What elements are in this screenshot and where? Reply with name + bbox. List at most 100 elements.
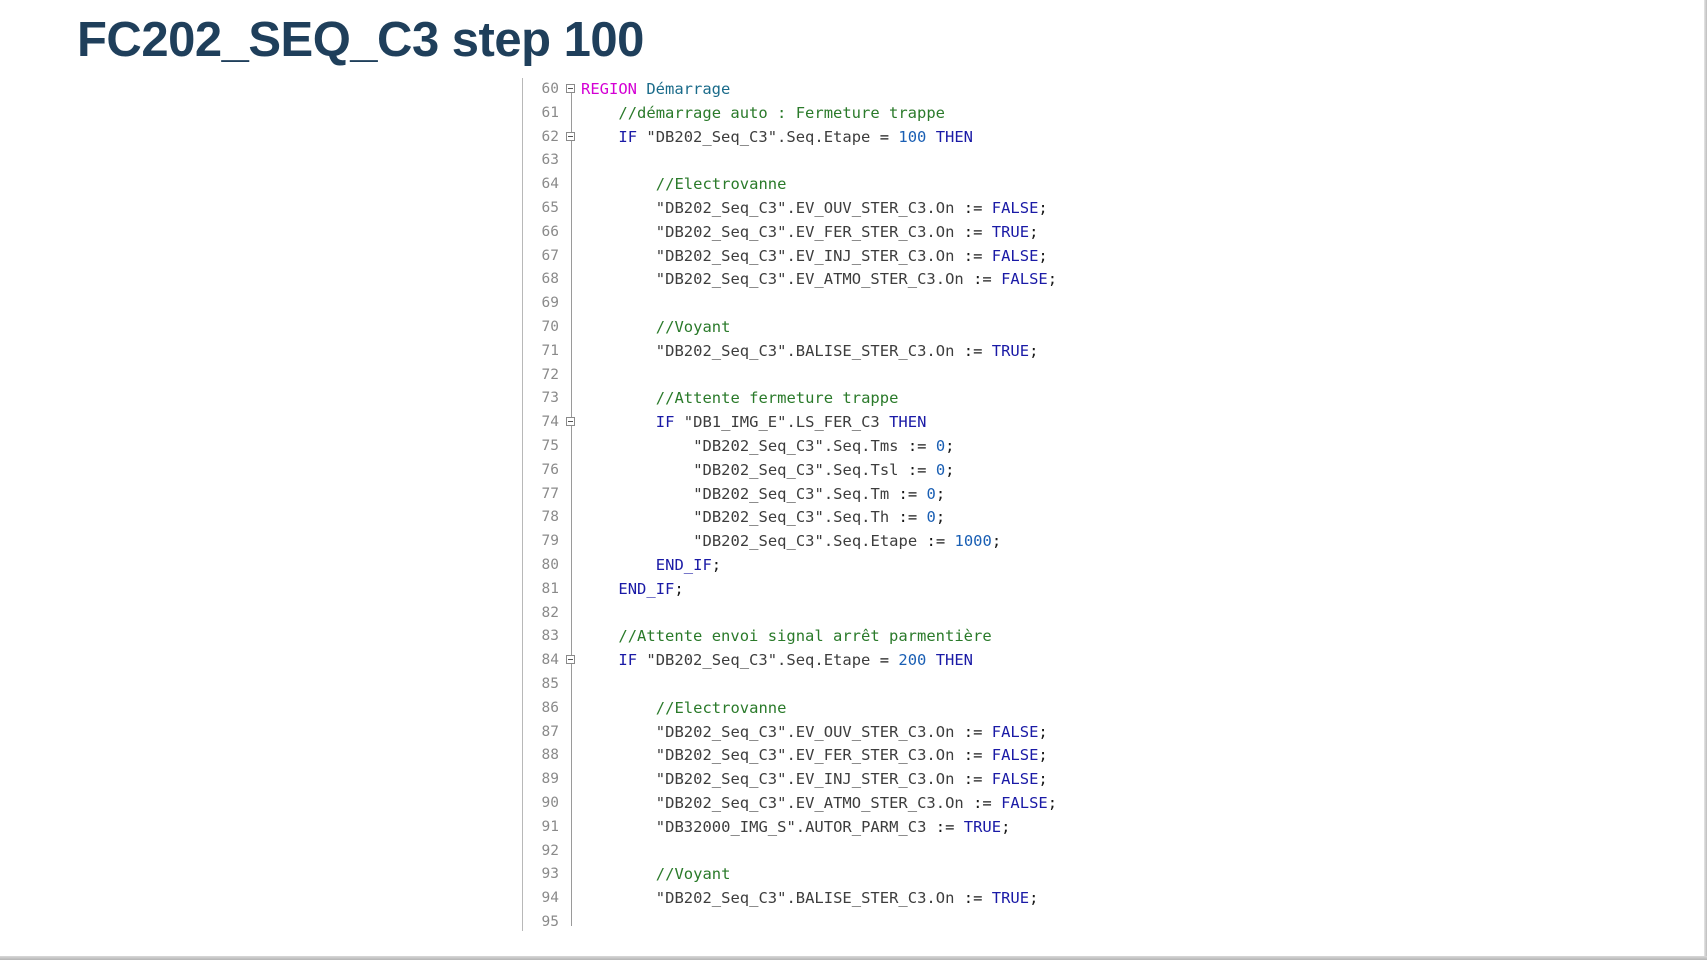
line-number: 77	[541, 485, 559, 502]
code-line[interactable]: 67"DB202_Seq_C3".EV_INJ_STER_C3.On := FA…	[523, 245, 1093, 269]
fold-collapse-icon[interactable]	[566, 131, 575, 141]
code-text: "DB202_Seq_C3".EV_INJ_STER_C3.On := FALS…	[656, 768, 1048, 792]
line-number: 72	[541, 366, 559, 383]
code-token: IF	[655, 413, 684, 432]
fold-collapse-icon[interactable]	[566, 417, 575, 427]
code-text: IF "DB202_Seq_C3".Seq.Etape = 200 THEN	[618, 649, 973, 673]
code-line[interactable]: 92	[523, 840, 1093, 864]
line-number: 86	[541, 699, 559, 716]
code-token: IF	[618, 127, 647, 146]
code-token: 1000	[954, 532, 992, 551]
line-number: 64	[541, 176, 559, 193]
code-text: "DB202_Seq_C3".Seq.Tm := 0;	[693, 483, 945, 507]
line-number: 75	[541, 438, 559, 454]
line-number: 66	[541, 223, 559, 240]
code-token: THEN	[879, 413, 927, 432]
code-text: "DB202_Seq_C3".EV_ATMO_STER_C3.On := FAL…	[656, 268, 1057, 292]
code-line[interactable]: 63	[523, 149, 1093, 173]
code-token: "DB202_Seq_C3".Seq.Tm	[693, 484, 890, 503]
code-token: ;	[1038, 770, 1048, 789]
code-line[interactable]: 61 //démarrage auto : Fermeture trappe	[523, 102, 1093, 126]
code-token: 0	[926, 484, 936, 503]
code-line[interactable]: 78"DB202_Seq_C3".Seq.Th := 0;	[523, 506, 1093, 530]
code-line[interactable]: 75"DB202_Seq_C3".Seq.Tms := 0;	[523, 435, 1093, 459]
code-line[interactable]: 88 "DB202_Seq_C3".EV_FER_STER_C3.On := FA…	[523, 744, 1093, 768]
code-line[interactable]: 79 "DB202_Seq_C3".Seq.Etape := 1000;	[523, 530, 1093, 554]
code-line[interactable]: 94"DB202_Seq_C3".BALISE_STER_C3.On := TR…	[523, 887, 1093, 911]
code-text: REGION Démarrage	[581, 78, 730, 102]
code-text: "DB202_Seq_C3".EV_FER_STER_C3.On := TRUE…	[656, 221, 1039, 245]
code-text: "DB202_Seq_C3".EV_OUV_STER_C3.On := FALS…	[656, 197, 1048, 221]
line-number: 68	[541, 271, 559, 288]
fold-collapse-icon[interactable]	[566, 655, 575, 665]
code-token: //Attente envoi signal arrêt parmentière	[618, 627, 992, 646]
code-token: :=	[954, 746, 992, 765]
line-number: 82	[541, 604, 559, 621]
code-text: "DB202_Seq_C3".EV_FER_STER_C3.On := FALS…	[656, 744, 1048, 768]
code-line[interactable]: 93//Voyant	[523, 863, 1093, 887]
code-line[interactable]: 73//Attente fermeture trappe	[523, 387, 1093, 411]
code-line[interactable]: 64 //Electrovanne	[523, 173, 1093, 197]
code-line[interactable]: 85	[523, 673, 1093, 697]
code-line[interactable]: 71"DB202_Seq_C3".BALISE_STER_C3.On := TR…	[523, 340, 1093, 364]
code-line[interactable]: 83//Attente envoi signal arrêt parmentiè…	[523, 625, 1093, 649]
code-token: FALSE	[991, 770, 1039, 789]
code-line[interactable]: 72	[523, 364, 1093, 388]
code-token: "DB202_Seq_C3".EV_INJ_STER_C3.On	[655, 770, 955, 789]
code-token: TRUE	[991, 222, 1030, 241]
code-token: THEN	[926, 127, 974, 146]
slide-right-border	[1704, 0, 1707, 960]
line-number: 79	[541, 533, 559, 550]
code-token: "DB202_Seq_C3".EV_ATMO_STER_C3.On	[655, 270, 964, 289]
code-token: "DB202_Seq_C3".EV_ATMO_STER_C3.On	[655, 794, 964, 812]
code-line[interactable]: 87"DB202_Seq_C3".EV_OUV_STER_C3.On := FA…	[523, 721, 1093, 745]
code-token: //Electrovanne	[655, 698, 787, 717]
code-token: FALSE	[1001, 270, 1048, 289]
code-text: "DB202_Seq_C3".EV_ATMO_STER_C3.On := FAL…	[656, 792, 1057, 816]
line-number: 85	[541, 676, 559, 692]
fold-guide-line	[571, 92, 572, 926]
line-number: 70	[541, 319, 559, 335]
code-token: ;	[945, 460, 955, 479]
code-line[interactable]: 69	[523, 292, 1093, 316]
code-token: "DB32000_IMG_S".AUTOR_PARM_C3	[655, 817, 927, 836]
code-text: "DB202_Seq_C3".Seq.Etape := 1000;	[693, 530, 1001, 554]
fold-collapse-icon[interactable]	[566, 84, 575, 93]
code-line[interactable]: 70 //Voyant	[523, 316, 1093, 340]
code-token: :=	[898, 460, 936, 479]
code-line[interactable]: 90"DB202_Seq_C3".EV_ATMO_STER_C3.On := F…	[523, 792, 1093, 816]
code-token: FALSE	[1001, 794, 1048, 812]
code-line[interactable]: 91"DB32000_IMG_S".AUTOR_PARM_C3 := TRUE;	[523, 816, 1093, 840]
code-line[interactable]: 77 "DB202_Seq_C3".Seq.Tm := 0;	[523, 483, 1093, 507]
line-number: 88	[541, 747, 559, 764]
line-number: 61	[541, 104, 559, 121]
code-token: ;	[945, 437, 955, 455]
line-number: 81	[541, 580, 559, 597]
code-line[interactable]: 66 "DB202_Seq_C3".EV_FER_STER_C3.On := TR…	[523, 221, 1093, 245]
code-text: "DB202_Seq_C3".BALISE_STER_C3.On := TRUE…	[656, 340, 1039, 364]
code-line[interactable]: 89"DB202_Seq_C3".EV_INJ_STER_C3.On := FA…	[523, 768, 1093, 792]
code-token: //démarrage auto : Fermeture trappe	[618, 103, 946, 122]
code-token: ;	[1038, 746, 1048, 765]
code-token: //Voyant	[655, 318, 731, 336]
code-token: ;	[935, 508, 946, 527]
code-token: TRUE	[991, 341, 1030, 360]
code-token: "DB202_Seq_C3".Seq.Tsl	[693, 460, 899, 479]
code-token: REGION	[581, 80, 647, 98]
code-line[interactable]: 95	[523, 911, 1093, 935]
code-text: //Electrovanne	[656, 173, 787, 197]
code-line[interactable]: 76"DB202_Seq_C3".Seq.Tsl := 0;	[523, 459, 1093, 483]
code-line[interactable]: 68 "DB202_Seq_C3".EV_ATMO_STER_C3.On := F…	[523, 268, 1093, 292]
code-line[interactable]: 86 //Electrovanne	[523, 697, 1093, 721]
code-token: END_IF	[618, 579, 675, 598]
line-number: 63	[541, 152, 559, 169]
code-line[interactable]: 65"DB202_Seq_C3".EV_OUV_STER_C3.On := FA…	[523, 197, 1093, 221]
code-line[interactable]: 82	[523, 602, 1093, 626]
